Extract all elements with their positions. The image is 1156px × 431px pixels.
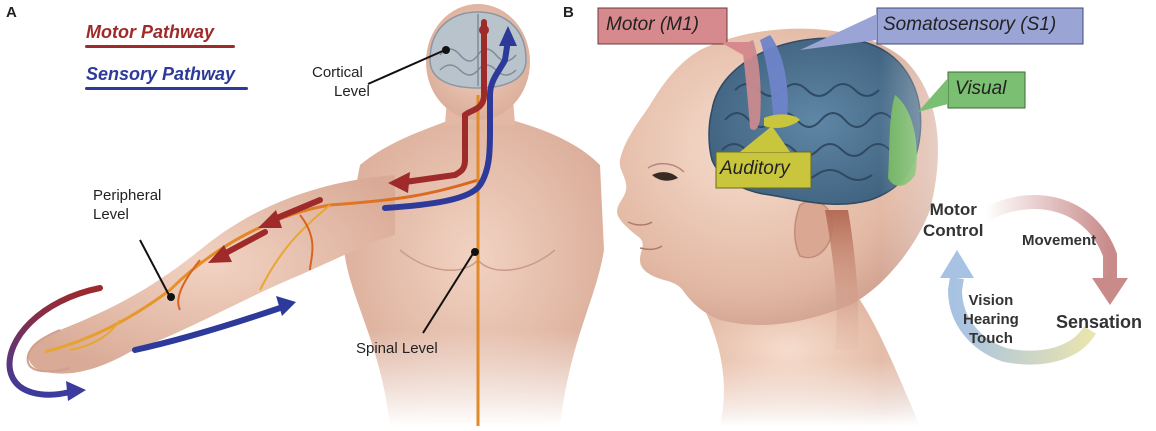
movement-label: Movement	[1022, 230, 1096, 251]
cortical-level-line2: Level	[312, 82, 370, 101]
vision-label: Vision	[963, 291, 1019, 310]
panel-b-head	[600, 0, 960, 426]
panel-a-label: A	[6, 4, 17, 21]
motor-control-line1: Motor	[923, 199, 983, 220]
cortical-callout-dot	[442, 46, 450, 54]
peripheral-level-label: Peripheral Level	[93, 186, 161, 224]
sensation-label: Sensation	[1056, 312, 1142, 333]
cortical-level-label: Cortical Level	[312, 63, 370, 101]
peripheral-level-line2: Level	[93, 205, 161, 224]
motor-region-label: Motor (M1)	[606, 14, 699, 36]
motor-control-label: Motor Control	[923, 199, 983, 241]
legend-sensory-label: Sensory Pathway	[86, 64, 235, 85]
sense-list: Vision Hearing Touch	[963, 291, 1019, 348]
sensory-arrowhead-forearm	[276, 296, 296, 316]
sensory-cortex-dot	[504, 32, 512, 40]
legend-sensory-line	[85, 87, 248, 90]
legend-motor-label: Motor Pathway	[86, 22, 214, 43]
cortical-level-line1: Cortical	[312, 63, 370, 82]
somatosensory-region-label: Somatosensory (S1)	[883, 14, 1056, 36]
spinal-level-label: Spinal Level	[356, 339, 438, 358]
auditory-region-label: Auditory	[720, 158, 790, 180]
spinal-callout-dot	[471, 248, 479, 256]
panel-b-label: B	[563, 4, 574, 21]
motor-control-line2: Control	[923, 220, 983, 241]
hearing-label: Hearing	[963, 310, 1019, 329]
visual-region-label: Visual	[955, 78, 1006, 100]
legend-motor-line	[85, 45, 235, 48]
motor-cortex-dot	[479, 25, 489, 35]
peripheral-level-line1: Peripheral	[93, 186, 161, 205]
hand-loop-arrowhead	[66, 381, 86, 401]
touch-label: Touch	[963, 329, 1019, 348]
peripheral-callout-dot	[167, 293, 175, 301]
